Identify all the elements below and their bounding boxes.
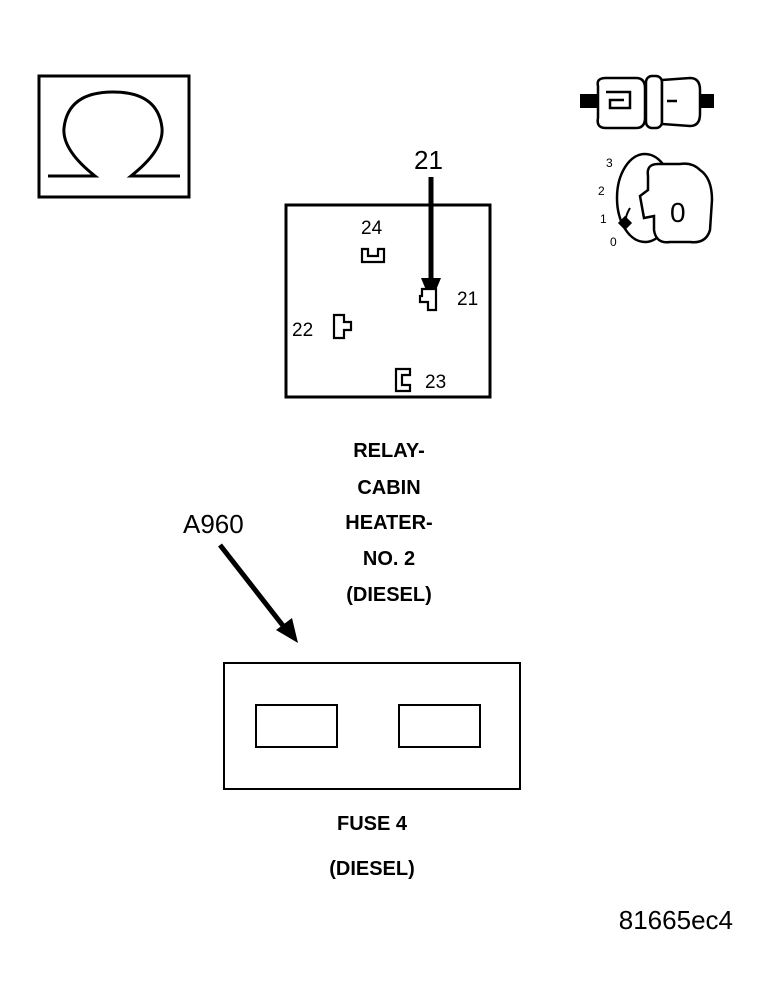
connector-icon <box>580 74 714 130</box>
ignition-position-3: 3 <box>606 156 613 170</box>
pin-23-terminal <box>394 367 412 393</box>
relay-caption-line-5: (DIESEL) <box>346 584 432 606</box>
figure-id: 81665ec4 <box>619 905 733 935</box>
key-label: 0 <box>670 197 686 228</box>
fuse-caption: FUSE 4 (DIESEL) <box>329 813 415 880</box>
relay-caption-line-3: HEATER- <box>345 512 432 534</box>
relay-callout-label: 21 <box>414 145 443 175</box>
ohm-symbol-icon <box>37 74 191 199</box>
fuse-callout: A960 <box>183 509 298 643</box>
fuse-caption-line-2: (DIESEL) <box>329 858 415 880</box>
fuse-slot-right <box>398 704 481 748</box>
relay-caption: RELAY- CABIN HEATER- NO. 2 (DIESEL) <box>345 440 432 606</box>
pin-22-terminal <box>332 313 353 340</box>
pin-21-label: 21 <box>457 289 478 310</box>
pin-24-terminal <box>360 247 386 264</box>
ignition-key-icon: 3 2 1 0 0 <box>598 152 714 249</box>
ignition-position-1: 1 <box>600 212 607 226</box>
fuse-callout-label: A960 <box>183 509 244 539</box>
relay-caption-line-2: CABIN <box>357 477 420 499</box>
fuse-caption-line-1: FUSE 4 <box>337 813 408 835</box>
pin-23-label: 23 <box>425 372 446 393</box>
pin-22-label: 22 <box>292 320 313 341</box>
ignition-position-0: 0 <box>610 235 617 249</box>
relay-box: 24 21 22 23 <box>284 203 492 399</box>
pin-24-label: 24 <box>361 218 383 239</box>
relay-callout: 21 <box>414 145 443 302</box>
fuse-slot-left <box>255 704 338 748</box>
relay-caption-line-1: RELAY- <box>353 440 425 462</box>
pin-21-terminal <box>418 287 438 312</box>
fuse-box <box>223 662 521 790</box>
relay-caption-line-4: NO. 2 <box>363 548 415 570</box>
ignition-position-2: 2 <box>598 184 605 198</box>
